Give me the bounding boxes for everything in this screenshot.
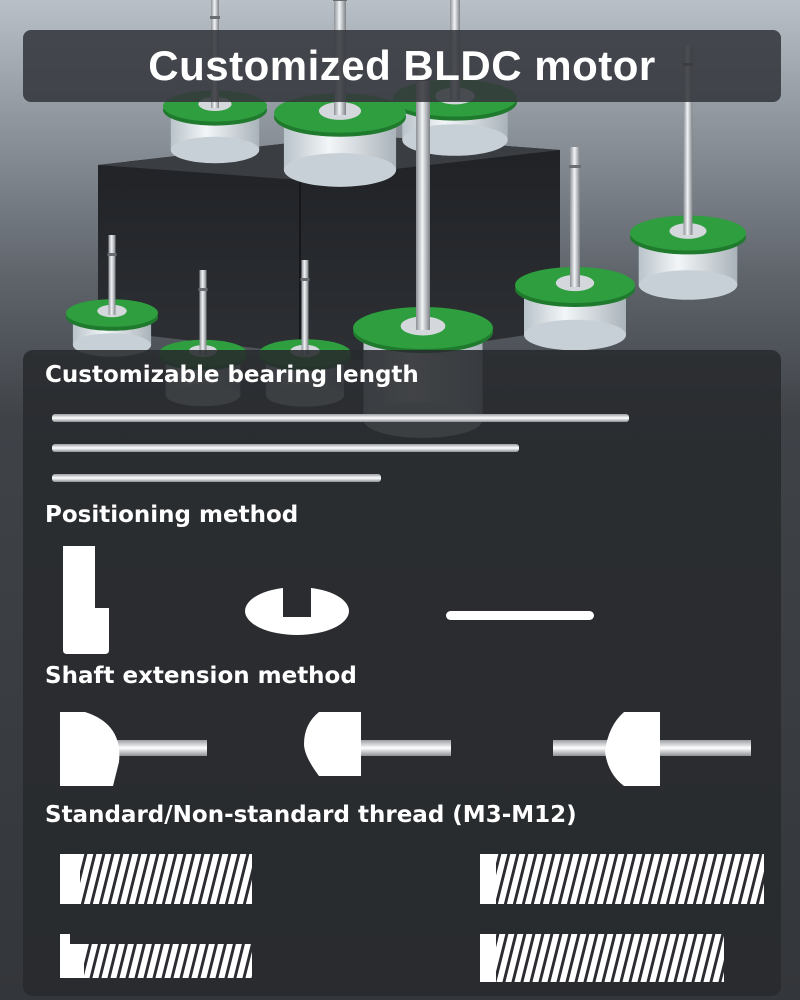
rounded-end-shaft-icon xyxy=(304,712,451,776)
long-shaft-icon xyxy=(52,414,629,422)
page-title: Customized BLDC motor xyxy=(148,42,656,89)
double-end-shaft-icon xyxy=(553,712,751,786)
title-banner: Customized BLDC motor xyxy=(23,30,781,102)
motor-3 xyxy=(274,0,406,187)
long-thread-icon xyxy=(480,854,764,904)
flat-shaft-icon xyxy=(446,611,594,620)
features-panel: Customizable bearing length Positioning … xyxy=(23,350,781,996)
motor-4 xyxy=(630,45,746,300)
stepped-thread-icon xyxy=(60,934,252,978)
feature-icons xyxy=(52,414,764,982)
motor-5 xyxy=(515,147,635,351)
short-shaft-icon xyxy=(52,474,381,482)
slotted-shaft-icon xyxy=(245,587,349,635)
shaft-extension-heading: Shaft extension method xyxy=(45,663,357,689)
positioning-method-heading: Positioning method xyxy=(45,502,299,528)
bearing-length-heading: Customizable bearing length xyxy=(45,362,419,388)
partial-thread-icon xyxy=(480,934,724,982)
thread-heading: Standard/Non-standard thread (M3-M12) xyxy=(45,802,577,828)
step-shaft-icon xyxy=(63,546,109,654)
short-thread-icon xyxy=(60,854,252,904)
medium-shaft-icon xyxy=(52,444,519,452)
single-end-shaft-icon xyxy=(60,712,207,786)
